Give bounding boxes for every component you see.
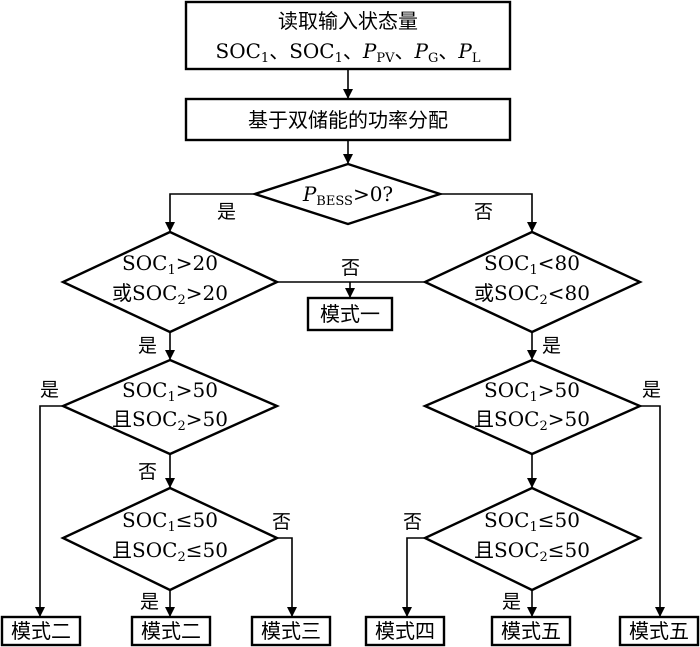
mode-5-label: 模式五 bbox=[501, 619, 561, 643]
mode-4-label: 模式四 bbox=[375, 619, 435, 643]
decision-left-soc-le50: SOC1≤50 且SOC2≤50 bbox=[60, 486, 280, 592]
label-left50-no: 否 bbox=[138, 461, 157, 483]
node-mode-5: 模式五 bbox=[490, 615, 572, 647]
node-mode-1: 模式一 bbox=[306, 296, 394, 332]
right-le50-line2: 且SOC2≤50 bbox=[474, 538, 590, 565]
mode-2-label: 模式二 bbox=[141, 619, 201, 643]
right-soc80-line1: SOC1<80 bbox=[484, 251, 580, 278]
alloc-text: 基于双储能的功率分配 bbox=[248, 108, 448, 132]
edge-rightle-no bbox=[402, 537, 425, 617]
edge-pbess-no bbox=[440, 193, 537, 232]
mode-3-label: 模式三 bbox=[261, 619, 321, 643]
label-rightle-no: 否 bbox=[403, 511, 422, 533]
node-mode-4: 模式四 bbox=[364, 615, 446, 647]
mode-5-right-label: 模式五 bbox=[629, 619, 689, 643]
decision-right-soc50: SOC1>50 且SOC2>50 bbox=[422, 358, 644, 456]
decision-right-soc80: SOC1<80 或SOC2<80 bbox=[422, 230, 643, 334]
left-soc20-line1: SOC1>20 bbox=[122, 251, 218, 278]
edges bbox=[35, 69, 665, 617]
right-le50-line1: SOC1≤50 bbox=[484, 508, 580, 535]
label-pbess-yes: 是 bbox=[217, 201, 236, 223]
edge-pbess-yes bbox=[165, 193, 255, 232]
node-mode-3: 模式三 bbox=[250, 615, 332, 647]
label-leftle-yes: 是 bbox=[140, 591, 159, 613]
read-title: 读取输入状态量 bbox=[278, 9, 418, 33]
branch-labels: 是 否 否 是 是 是 是 否 否 否 是 是 bbox=[40, 201, 661, 613]
node-mode-2-left: 模式二 bbox=[0, 615, 82, 647]
label-rightle-yes: 是 bbox=[502, 591, 521, 613]
left-le50-line1: SOC1≤50 bbox=[122, 508, 218, 535]
pbess-condition: PBESS>0? bbox=[302, 182, 393, 209]
node-mode-5-right: 模式五 bbox=[618, 615, 700, 647]
decision-left-soc20: SOC1>20 或SOC2>20 bbox=[60, 230, 280, 334]
edge-right50-yes bbox=[640, 405, 665, 617]
left-soc50-line2: 且SOC2>50 bbox=[112, 407, 228, 434]
mode-1-label: 模式一 bbox=[320, 302, 380, 326]
label-right-yes: 是 bbox=[542, 335, 561, 357]
left-le50-line2: 且SOC2≤50 bbox=[112, 538, 228, 565]
label-left50-yes: 是 bbox=[40, 379, 59, 401]
node-power-allocation: 基于双储能的功率分配 bbox=[184, 97, 512, 142]
decision-pbess: PBESS>0? bbox=[251, 162, 444, 226]
label-pbess-no: 否 bbox=[474, 201, 493, 223]
right-soc50-line1: SOC1>50 bbox=[484, 378, 580, 405]
label-left-yes: 是 bbox=[138, 335, 157, 357]
left-soc20-line2: 或SOC2>20 bbox=[112, 281, 228, 308]
right-soc50-line2: 且SOC2>50 bbox=[474, 407, 590, 434]
edge-left50-yes bbox=[35, 405, 63, 617]
decision-left-soc50: SOC1>50 且SOC2>50 bbox=[60, 358, 280, 456]
node-mode-2: 模式二 bbox=[130, 615, 212, 647]
decision-right-soc-le50: SOC1≤50 且SOC2≤50 bbox=[422, 486, 643, 592]
label-mode1-no: 否 bbox=[341, 257, 360, 279]
edge-leftle-no bbox=[277, 537, 297, 617]
label-leftle-no: 否 bbox=[272, 511, 291, 533]
mode-2-left-label: 模式二 bbox=[11, 619, 71, 643]
read-variables: SOC1、SOC1、PPV、PG、PL bbox=[216, 39, 481, 66]
node-read-inputs: 读取输入状态量 SOC1、SOC1、PPV、PG、PL bbox=[184, 0, 512, 71]
left-soc50-line1: SOC1>50 bbox=[122, 378, 218, 405]
right-soc80-line2: 或SOC2<80 bbox=[474, 281, 590, 308]
label-right50-yes: 是 bbox=[642, 379, 661, 401]
